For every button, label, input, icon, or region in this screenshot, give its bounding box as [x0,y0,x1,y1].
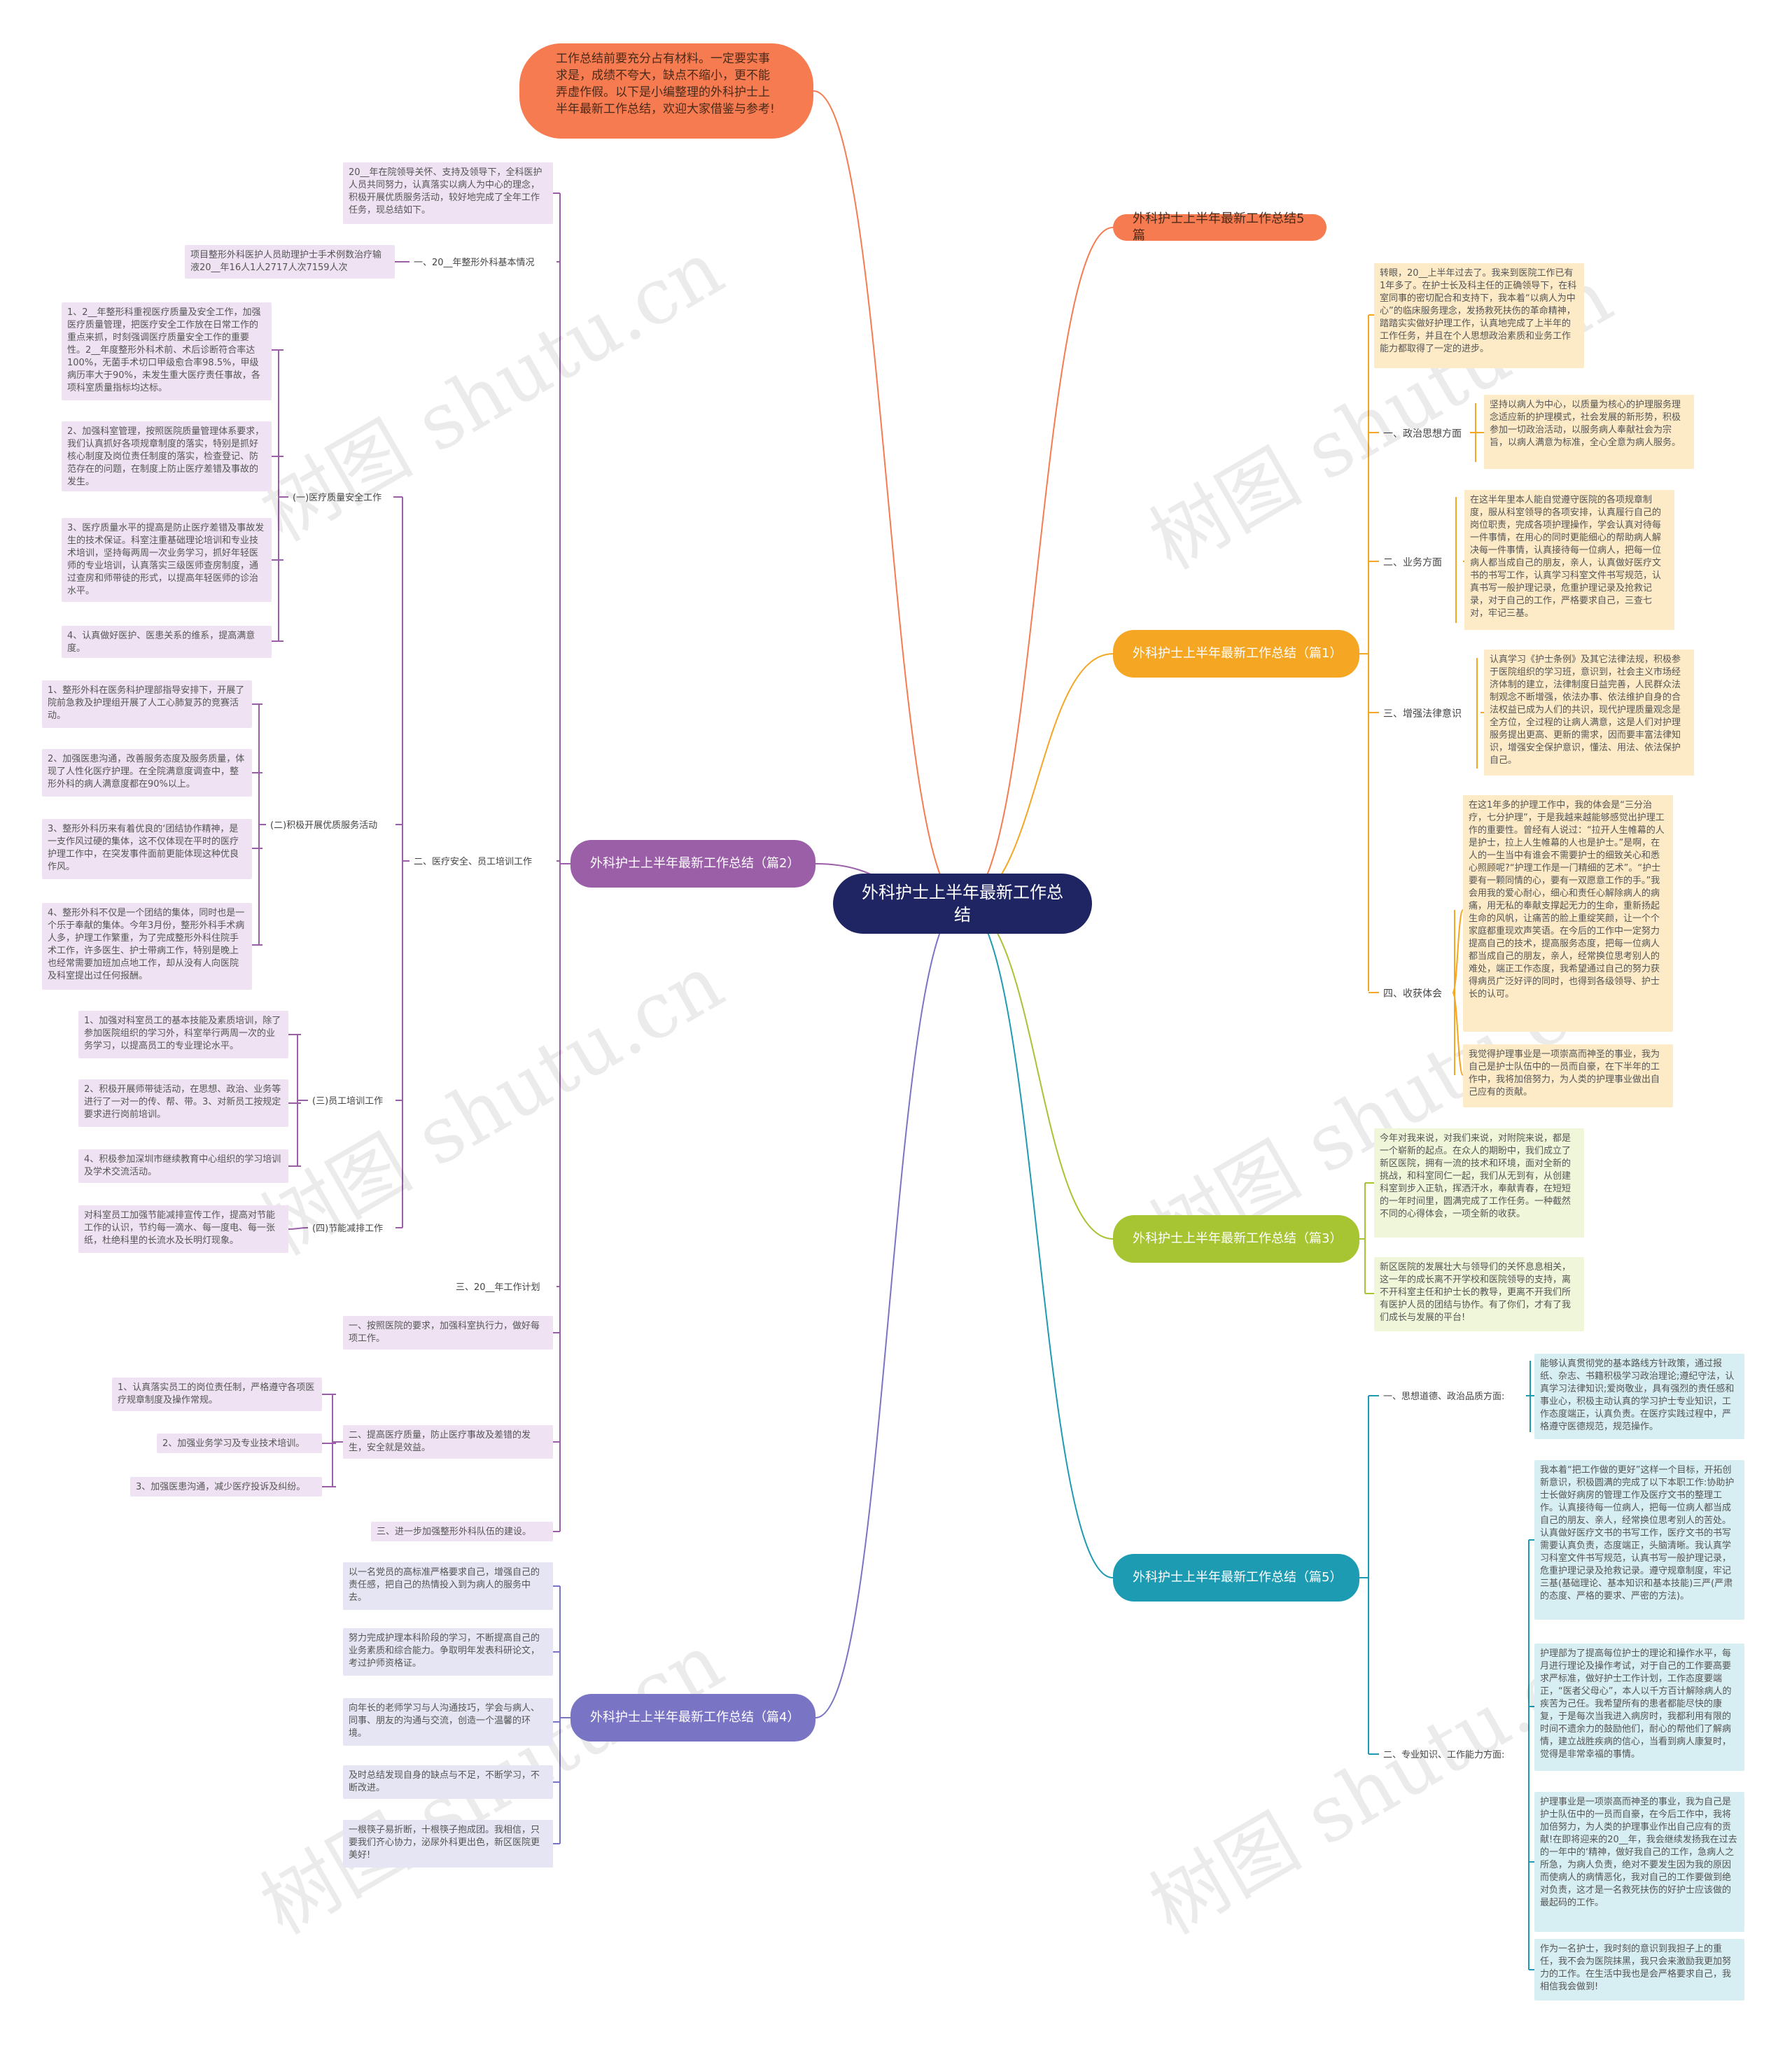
connector [815,902,963,1718]
p2-intro-text: 20__年在院领导关怀、支持及领导下，全科医护人员共同努力，认真落实以病人为中心… [343,162,553,224]
p5-morality-text: 能够认真贯彻党的基本路线方针政策，通过报纸、杂志、书籍积极学习政治理论;遵纪守法… [1534,1354,1744,1439]
p1-lead-text: 转眼，20__上半年过去了。我来到医院工作已有1年多了。在护士长及科主任的正确领… [1374,263,1584,368]
p2-training-item-3: 4、积极参加深圳市继续教育中心组织的学习培训及学术交流活动。 [78,1149,288,1183]
connector [962,227,1114,904]
p1-harvest-text-b: 我觉得护理事业是一项崇高而神圣的事业，我为自己是护士队伍中的一员而自豪，在下半年… [1463,1044,1673,1107]
connector [288,1227,309,1230]
p5-skills-text-b: 护理部为了提高每位护士的理论和操作水平，每月进行理论及操作考试，对于自己的工作要… [1534,1644,1744,1771]
p4-text-d: 及时总结发现自身的缺点与不足，不断学习，不断改进。 [343,1765,553,1799]
p2-plan-sub-3: 3、加强医患沟通，减少医疗投诉及纠纷。 [130,1477,322,1497]
p4-text-e: 一根筷子易折断，十根筷子抱成团。我相信，只要我们齐心协力，泌尿外科更出色，新区医… [343,1820,553,1868]
p2-plan-item-1: 一、按照医院的要求，加强科室执行力，做好每项工作。 [343,1316,553,1350]
p2-energy-item-1: 对科室员工加强节能减排宣传工作，提高对节能工作的认识，节约每一滴水、每一度电、每… [78,1205,288,1253]
p2-plan-sub-2: 2、加强业务学习及专业技术培训。 [157,1434,322,1453]
p3-text-a: 今年对我来说，对我们来说，对附院来说，都是一个崭新的起点。在众人的期盼中，我们成… [1374,1128,1584,1238]
p1-section-law[interactable]: 三、增强法律意识 [1383,708,1462,720]
p2-group-service[interactable]: (二)积极开展优质服务活动 [270,820,378,831]
p1-section-business[interactable]: 二、业务方面 [1383,557,1442,568]
p2-group-training[interactable]: (三)员工培训工作 [312,1096,384,1107]
branch-overview[interactable]: 外科护士上半年最新工作总结5篇 [1113,211,1326,243]
p1-law-text: 认真学习《护士条例》及其它法律法规，积极参于医院组织的学习班，意识到，社会主义市… [1484,650,1694,776]
p2-section-basic[interactable]: 一、20__年整形外科基本情况 [414,258,535,268]
branch-article-2[interactable]: 外科护士上半年最新工作总结（篇2） [570,840,816,888]
p2-group-energy[interactable]: (四)节能减排工作 [312,1224,384,1234]
p2-basic-text: 项目整形外科医护人员助理护士手术例数治疗输液20__年16人1人2717人次71… [185,245,395,279]
branch-article-1[interactable]: 外科护士上半年最新工作总结（篇1） [1113,630,1359,678]
p2-plan-item-3: 三、进一步加强整形外科队伍的建设。 [371,1522,553,1541]
p2-plan-sub-1: 1、认真落实员工的岗位责任制，严格遵守各项医疗规章制度及操作常规。 [112,1378,322,1411]
p1-business-text: 在这半年里本人能自觉遵守医院的各项规章制度，服从科室领导的各项安排，认真履行自己… [1464,490,1674,630]
intro-node[interactable]: 工作总结前要充分占有材料。一定要实事求是，成绩不夸大，缺点不缩小，更不能弄虚作假… [519,43,813,139]
connector [962,653,1114,904]
p4-text-a: 以一名党员的高标准严格要求自己，增强自己的责任感，把自己的热情投入到为病人的服务… [343,1562,553,1610]
root-node[interactable]: 外科护士上半年最新工作总结 [833,874,1092,934]
connector [1452,992,1464,1076]
p2-training-item-2: 2、积极开展师带徒活动，在思想、政治、业务等进行了一对一的传、帮、带。3、对新员… [78,1079,288,1127]
p5-skills-text-c: 护理事业是一项崇高而神圣的事业，我为自己是护士队伍中的一员而自豪，在今后工作中，… [1534,1792,1744,1932]
p2-section-safety[interactable]: 二、医疗安全、员工培训工作 [414,857,533,867]
p2-section-plan[interactable]: 三、20__年工作计划 [456,1282,540,1293]
p2-quality-item-4: 4、认真做好医护、医患关系的维系，提高满意度。 [62,626,272,658]
p2-training-item-1: 1、加强对科室员工的基本技能及素质培训，除了参加医院组织的学习外，科室举行两周一… [78,1011,288,1058]
p2-service-item-4: 4、整形外科不仅是一个团结的集体，同时也是一个乐于奉献的集体。今年3月份，整形外… [42,903,252,990]
p5-section-skills[interactable]: 二、专业知识、工作能力方面: [1383,1750,1505,1760]
p1-harvest-text-a: 在这1年多的护理工作中，我的体会是“三分治疗，七分护理”，于是我越来越能够感觉出… [1463,795,1673,1032]
p2-plan-item-2: 二、提高医疗质量，防止医疗事故及差错的发生，安全就是效益。 [343,1425,553,1459]
p4-text-b: 努力完成护理本科阶段的学习，不断提高自己的业务素质和综合能力。争取明年发表科研论… [343,1628,553,1676]
p5-section-morality[interactable]: 一、思想道德、政治品质方面: [1383,1392,1505,1402]
p3-text-b: 新区医院的发展壮大与领导们的关怀息息相关，这一年的成长离不开学校和医院领导的支持… [1374,1257,1584,1331]
branch-article-3[interactable]: 外科护士上半年最新工作总结（篇3） [1113,1215,1359,1263]
p2-service-item-2: 2、加强医患沟通，改善服务态度及服务质量，体现了人性化医疗护理。在全院满意度调查… [42,749,252,797]
p2-quality-item-2: 2、加强科室管理，按照医院质量管理体系要求，我们认真抓好各项规章制度的落实，特别… [62,421,272,491]
p1-section-harvest[interactable]: 四、收获体会 [1383,988,1442,1000]
p1-section-politics[interactable]: 一、政治思想方面 [1383,428,1462,440]
p2-quality-item-1: 1、2__年整形科重视医疗质量及安全工作，加强医疗质量管理，把医疗安全工作放在日… [62,302,272,400]
branch-article-5[interactable]: 外科护士上半年最新工作总结（篇5） [1113,1554,1359,1602]
connector [962,902,1114,1578]
connector [1452,909,1464,993]
p5-skills-text-d: 作为一名护士，我时刻的意识到我担子上的重任，我不会为医院抹黑，我只会来激励我更加… [1534,1939,1744,2001]
connector [813,90,963,904]
branch-article-4[interactable]: 外科护士上半年最新工作总结（篇4） [570,1694,816,1742]
p2-service-item-1: 1、整形外科在医务科护理部指导安排下，开展了院前急救及护理组开展了人工心肺复苏的… [42,680,252,728]
p1-politics-text: 坚持以病人为中心，以质量为核心的护理服务理念适应新的护理模式，社会发展的新形势，… [1484,395,1694,469]
p4-text-c: 向年长的老师学习与人沟通技巧，学会与病人、同事、朋友的沟通与交流，创造一个温馨的… [343,1698,553,1746]
connector [962,902,1114,1240]
p2-service-item-3: 3、整形外科历来有着优良的‘团结协作精神，是一支作风过硬的集体，这不仅体现在平时… [42,819,252,879]
p2-group-quality[interactable]: (一)医疗质量安全工作 [293,493,382,503]
p5-skills-text-a: 我本着“把工作做的更好”这样一个目标，开拓创新意识，积极圆满的完成了以下本职工作… [1534,1460,1744,1620]
p2-quality-item-3: 3、医疗质量水平的提高是防止医疗差错及事故发生的技术保证。科室注重基础理论培训和… [62,518,272,602]
